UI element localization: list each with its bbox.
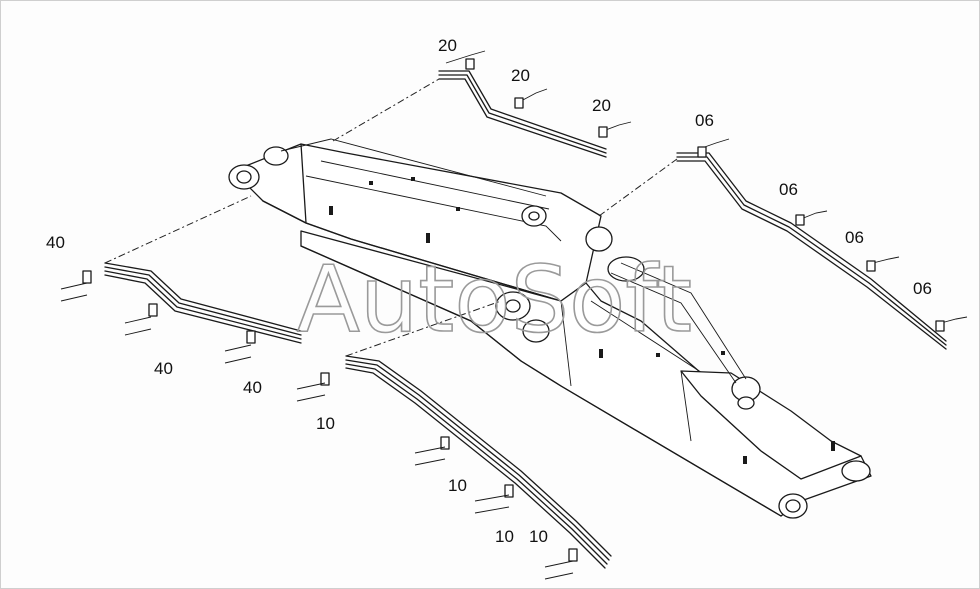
tube-bundle-06 xyxy=(598,138,968,350)
callout-06: 06 xyxy=(845,228,864,247)
callout-06: 06 xyxy=(913,279,932,298)
tube-bundle-10 xyxy=(296,300,612,580)
callout-10: 10 xyxy=(316,414,335,433)
callout-40: 40 xyxy=(46,233,65,252)
callout-20: 20 xyxy=(438,36,457,55)
callout-20: 20 xyxy=(592,96,611,115)
callout-06: 06 xyxy=(779,180,798,199)
callout-06: 06 xyxy=(695,111,714,130)
watermark: AutoSoft xyxy=(297,246,692,353)
callout-10: 10 xyxy=(529,527,548,546)
tube-bundle-20 xyxy=(332,50,632,158)
callout-40: 40 xyxy=(154,359,173,378)
excavator-boom xyxy=(228,138,872,519)
callout-10: 10 xyxy=(448,476,467,495)
callout-10: 10 xyxy=(495,527,514,546)
callout-40: 40 xyxy=(243,378,262,397)
tube-bundle-40 xyxy=(60,195,302,364)
callout-20: 20 xyxy=(511,66,530,85)
